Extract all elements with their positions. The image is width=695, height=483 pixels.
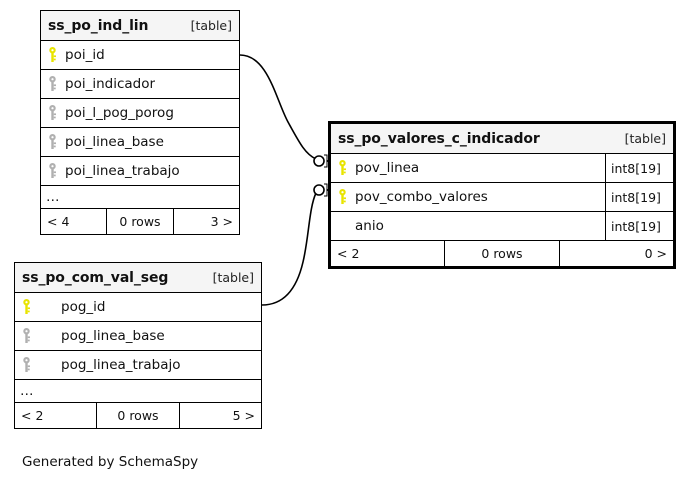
schemaspy-credit: Generated by SchemaSpy xyxy=(22,454,199,470)
column-row[interactable]: pov_linea int8[19] xyxy=(331,154,673,183)
column-main: poi_id xyxy=(41,41,239,69)
relationship-edge-poi-id-pov-linea xyxy=(239,54,340,169)
cardinality-zero-circle xyxy=(313,184,325,196)
table-node-ss_po_com_val_seg[interactable]: ss_po_com_val_seg [table] pog_id pog_linea_… xyxy=(14,262,262,429)
row-count: 0 rows xyxy=(444,241,560,266)
column-name: pog_id xyxy=(61,299,106,315)
column-type: int8[19] xyxy=(605,183,673,211)
column-main: anio xyxy=(331,212,605,240)
row-count: 0 rows xyxy=(106,209,174,234)
row-count: 0 rows xyxy=(96,403,180,428)
column-name: poi_linea_base xyxy=(65,134,164,150)
column-main: poi_indicador xyxy=(41,70,239,98)
column-main: pog_linea_base xyxy=(15,322,261,350)
foreign-key-icon xyxy=(41,163,63,179)
table-title: ss_po_valores_c_indicador xyxy=(338,130,540,147)
table-footer-ss_po_valores_c_indicador: < 2 0 rows 0 > xyxy=(331,241,673,266)
column-main: pog_id xyxy=(15,293,261,321)
column-row[interactable]: poi_l_pog_porog xyxy=(41,99,239,128)
column-name: pog_linea_trabajo xyxy=(61,357,181,373)
column-name: poi_l_pog_porog xyxy=(65,105,174,121)
children-count[interactable]: 0 > xyxy=(644,246,667,261)
column-main: poi_linea_base xyxy=(41,128,239,156)
column-main: pov_linea xyxy=(331,154,605,182)
more-columns-ellipsis[interactable]: … xyxy=(41,186,239,209)
column-name: pog_linea_base xyxy=(61,328,165,344)
column-main: poi_linea_trabajo xyxy=(41,157,239,185)
foreign-key-icon xyxy=(41,134,63,150)
column-name: pov_linea xyxy=(355,160,420,176)
table-title: ss_po_com_val_seg xyxy=(22,269,169,286)
column-main: poi_l_pog_porog xyxy=(41,99,239,127)
foreign-key-icon xyxy=(41,105,63,121)
column-name: anio xyxy=(355,218,384,234)
table-header-ss_po_com_val_seg: ss_po_com_val_seg [table] xyxy=(15,263,261,293)
table-type-tag: [table] xyxy=(624,131,666,146)
column-row[interactable]: pov_combo_valores int8[19] xyxy=(331,183,673,212)
children-count[interactable]: 3 > xyxy=(210,214,233,229)
table-node-ss_po_valores_c_indicador[interactable]: ss_po_valores_c_indicador [table] pov_line… xyxy=(328,121,676,269)
column-row[interactable]: poi_indicador xyxy=(41,70,239,99)
column-row[interactable]: anio int8[19] xyxy=(331,212,673,241)
primary-key-icon xyxy=(15,299,37,315)
parents-count[interactable]: < 2 xyxy=(21,408,44,423)
foreign-key-icon xyxy=(15,328,37,344)
column-name: poi_id xyxy=(65,47,105,63)
column-type: int8[19] xyxy=(605,154,673,182)
table-title: ss_po_ind_lin xyxy=(48,17,149,34)
column-row[interactable]: pog_id xyxy=(15,293,261,322)
column-row[interactable]: pog_linea_base xyxy=(15,322,261,351)
table-header-ss_po_valores_c_indicador: ss_po_valores_c_indicador [table] xyxy=(331,124,673,154)
cardinality-zero-circle xyxy=(313,155,325,167)
column-row[interactable]: poi_linea_trabajo xyxy=(41,157,239,186)
parents-count[interactable]: < 2 xyxy=(337,246,360,261)
column-name: poi_linea_trabajo xyxy=(65,163,180,179)
table-header-ss_po_ind_lin: ss_po_ind_lin [table] xyxy=(41,11,239,41)
table-type-tag: [table] xyxy=(190,18,232,33)
children-count[interactable]: 5 > xyxy=(232,408,255,423)
column-main: pov_combo_valores xyxy=(331,183,605,211)
primary-key-icon xyxy=(41,47,63,63)
more-columns-ellipsis[interactable]: … xyxy=(15,380,261,403)
table-footer-ss_po_ind_lin: < 4 0 rows 3 > xyxy=(41,209,239,234)
column-name: poi_indicador xyxy=(65,76,156,92)
foreign-key-icon xyxy=(41,76,63,92)
column-type: int8[19] xyxy=(605,212,673,240)
foreign-key-icon xyxy=(15,357,37,373)
column-row[interactable]: poi_id xyxy=(41,41,239,70)
primary-key-icon xyxy=(331,189,353,205)
column-row[interactable]: poi_linea_base xyxy=(41,128,239,157)
parents-count[interactable]: < 4 xyxy=(47,214,70,229)
table-footer-ss_po_com_val_seg: < 2 0 rows 5 > xyxy=(15,403,261,428)
primary-key-icon xyxy=(331,160,353,176)
column-row[interactable]: pog_linea_trabajo xyxy=(15,351,261,380)
table-type-tag: [table] xyxy=(212,270,254,285)
column-name: pov_combo_valores xyxy=(355,189,488,205)
column-main: pog_linea_trabajo xyxy=(15,351,261,379)
